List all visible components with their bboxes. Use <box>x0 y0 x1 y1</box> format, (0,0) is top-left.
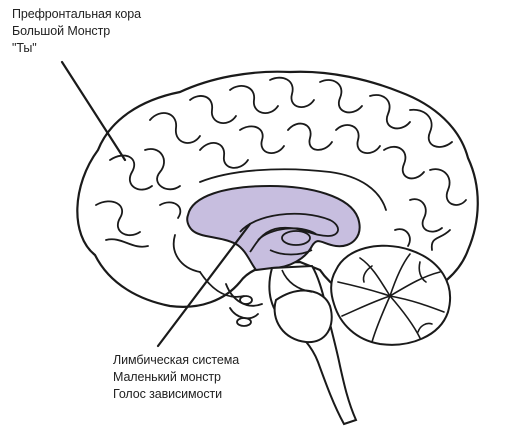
prefrontal-label-line-3: "Ты" <box>12 41 37 55</box>
gyri-lines <box>95 76 467 273</box>
limbic-inner-structures <box>239 212 339 256</box>
limbic-label-line-3: Голос зависимости <box>113 387 223 401</box>
limbic-system-region <box>186 184 361 272</box>
limbic-label-line-2: Маленький монстр <box>113 370 221 384</box>
pons-outline <box>273 289 333 344</box>
prefrontal-pointer-line <box>60 60 127 162</box>
prefrontal-label-line-1: Префронтальная кора <box>12 7 141 21</box>
cerebellum-folia <box>337 253 445 343</box>
limbic-pointer-line <box>156 222 252 348</box>
limbic-system-label: Лимбическая система Маленький монстр Гол… <box>113 352 239 403</box>
prefrontal-cortex-label: Префронтальная кора Большой Монстр "Ты" <box>12 6 141 57</box>
midbrain-line <box>281 269 313 293</box>
temporal-region-lines <box>199 271 263 327</box>
prefrontal-label-line-2: Большой Монстр <box>12 24 111 38</box>
limbic-label-line-1: Лимбическая система <box>113 353 240 367</box>
